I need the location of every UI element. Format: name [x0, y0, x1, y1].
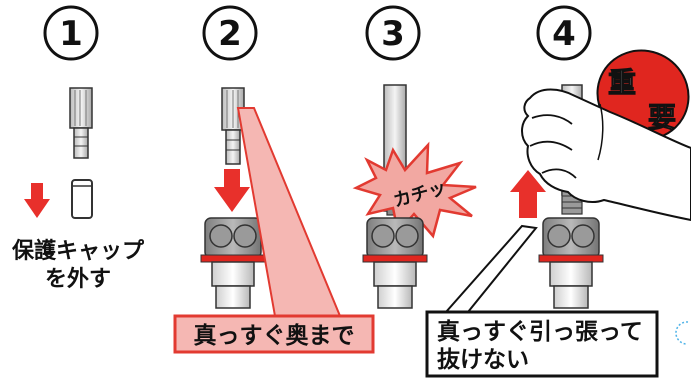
step-1-number: 1 — [43, 5, 99, 61]
down-arrow-icon — [214, 169, 250, 212]
step-2-number: 2 — [202, 5, 258, 61]
step-1-caption-line2: を外す — [45, 266, 111, 292]
pipe-fitting-icon — [538, 217, 604, 309]
step-2-callout-text: 真っすぐ奥まで — [194, 322, 355, 349]
step-1-tube-end — [69, 87, 93, 159]
svg-text:4: 4 — [552, 14, 576, 54]
step-2-tube-end — [221, 87, 245, 165]
hand-icon — [521, 88, 691, 222]
step-2-callout: 真っすぐ奥まで — [173, 107, 375, 354]
badge-top-text: 重 — [608, 66, 636, 99]
cap-icon — [71, 179, 93, 219]
svg-text:3: 3 — [381, 14, 405, 54]
step-1-caption-line1: 保護キャップ — [11, 238, 145, 264]
down-arrow-icon — [24, 183, 50, 218]
pipe-fitting-icon — [362, 217, 428, 309]
badge-bottom-text: 要 — [648, 101, 676, 134]
partial-arc-decoration — [675, 321, 689, 345]
step-3-number: 3 — [365, 5, 421, 61]
svg-text:1: 1 — [59, 14, 83, 54]
pipe-fitting-icon — [200, 217, 266, 309]
step-4-number: 4 — [536, 5, 592, 61]
up-arrow-icon — [510, 170, 546, 218]
svg-text:2: 2 — [218, 14, 242, 54]
step-4-callout-line2: 抜けない — [437, 346, 529, 373]
step-4-callout-line1: 真っすぐ引っ張って — [437, 318, 643, 345]
step-4-callout: 真っすぐ引っ張って 抜けない — [425, 224, 659, 378]
step-3-burst: カチッ — [352, 141, 477, 239]
